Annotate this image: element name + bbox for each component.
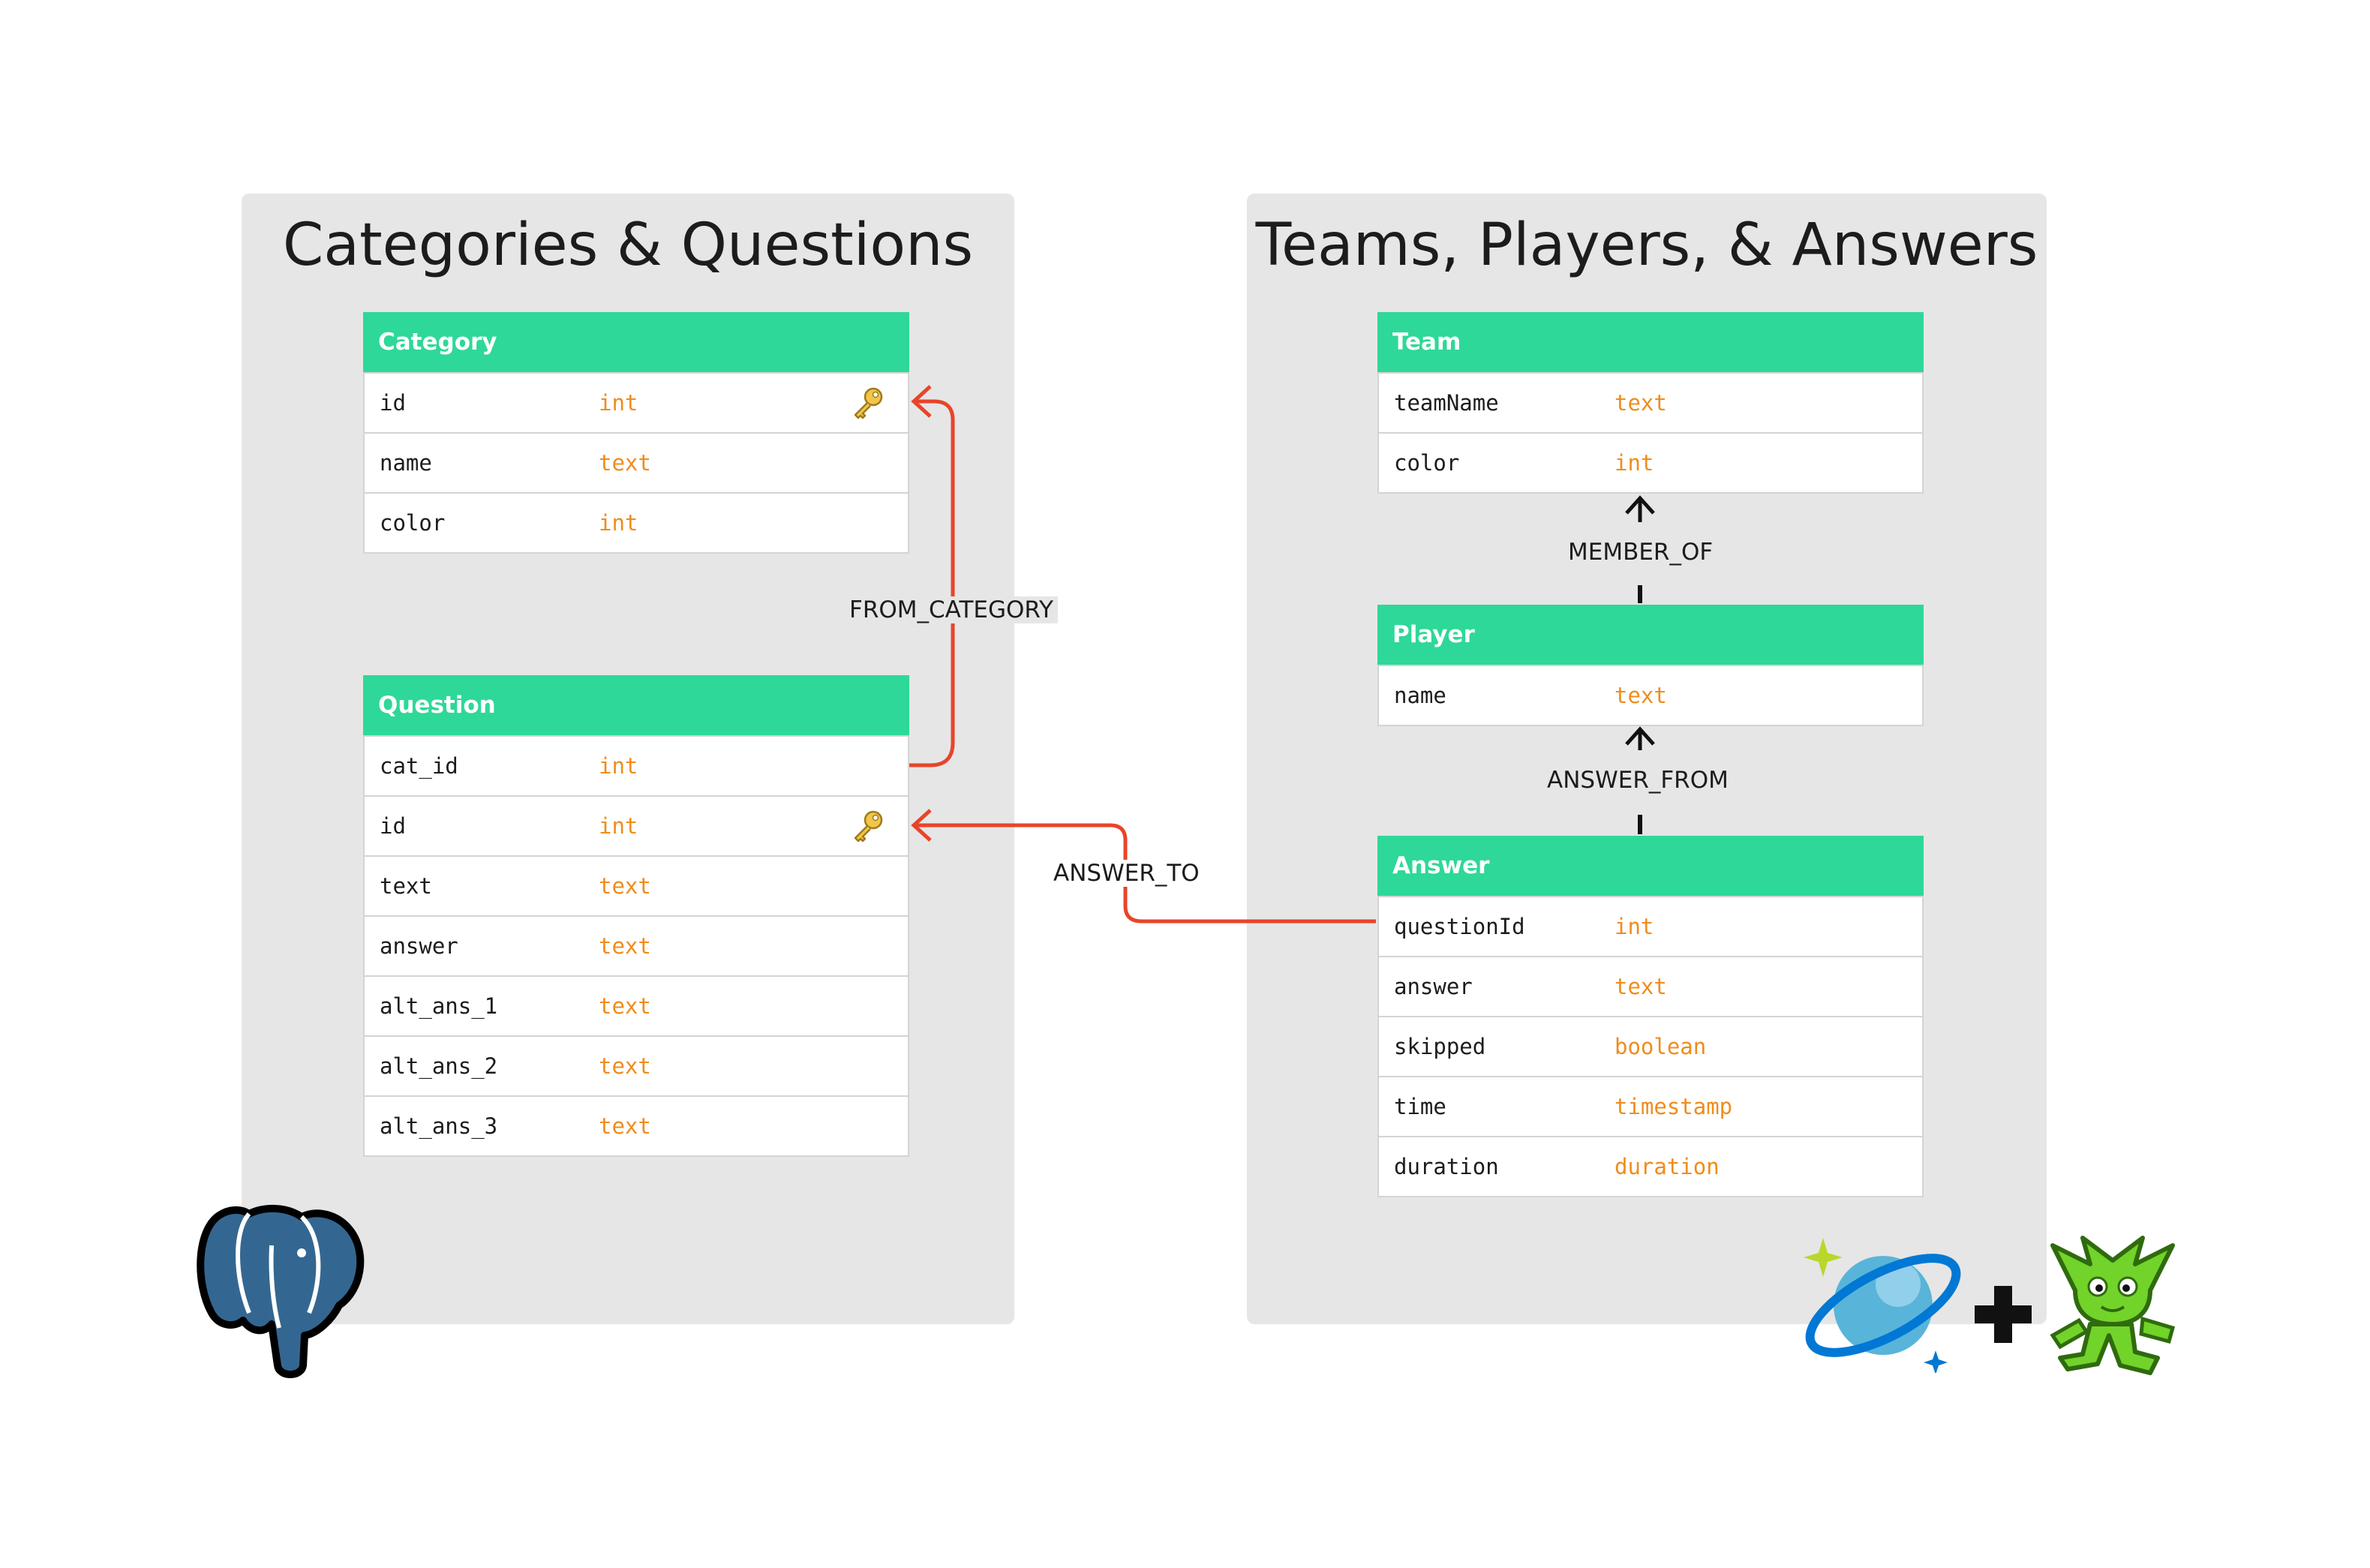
right-panel-title: Teams, Players, & Answers [1255, 212, 2038, 279]
column-type: text [599, 1113, 651, 1139]
table-row[interactable]: id int [365, 795, 908, 855]
table-row[interactable]: alt_ans_2 text [365, 1035, 908, 1095]
column-type: duration [1615, 1154, 1720, 1179]
table-row[interactable]: answer text [1379, 956, 1922, 1016]
table-row[interactable]: duration duration [1379, 1136, 1922, 1196]
column-type: boolean [1615, 1034, 1707, 1059]
key-icon [854, 387, 883, 419]
answer-to-label: ANSWER_TO [1049, 860, 1204, 887]
table-row[interactable]: color int [1379, 432, 1922, 492]
from-category-label: FROM_CATEGORY [845, 596, 1058, 623]
column-name: id [380, 813, 406, 839]
player-table-header: Player [1377, 605, 1924, 665]
column-type: text [1615, 974, 1667, 999]
column-name: alt_ans_1 [380, 993, 498, 1019]
table-row[interactable]: alt_ans_3 text [365, 1095, 908, 1155]
question-table-header: Question [363, 675, 909, 735]
member-of-label: MEMBER_OF [1568, 539, 1714, 566]
column-name: text [380, 873, 432, 899]
answer-to-arrowhead [911, 809, 932, 842]
plus-icon [1975, 1286, 2032, 1343]
column-type: text [599, 873, 651, 899]
column-name: cat_id [380, 753, 458, 779]
column-name: name [380, 450, 432, 476]
column-name: time [1394, 1094, 1446, 1119]
column-name: id [380, 390, 406, 416]
postgresql-elephant-icon [197, 1204, 365, 1378]
column-type: int [599, 390, 638, 416]
team-table[interactable]: Team teamName text color int [1377, 312, 1924, 494]
column-type: int [599, 813, 638, 839]
column-type: text [599, 933, 651, 959]
column-name: duration [1394, 1154, 1499, 1179]
column-type: text [599, 993, 651, 1019]
cosmos-db-planet-icon [1804, 1238, 1961, 1373]
team-table-header: Team [1377, 312, 1924, 372]
member-of-arrowhead [1625, 495, 1655, 515]
table-row[interactable]: cat_id int [365, 735, 908, 795]
column-name: name [1394, 683, 1446, 708]
column-name: teamName [1394, 390, 1499, 416]
column-type: int [1615, 914, 1654, 939]
answer-from-arrowhead [1625, 726, 1655, 746]
gremlin-goblin-icon [2050, 1236, 2176, 1375]
category-table[interactable]: Category id int name text color int [363, 312, 909, 554]
table-row[interactable]: color int [365, 492, 908, 552]
from-category-connector [909, 399, 955, 767]
from-category-arrowhead [911, 385, 932, 418]
category-table-header: Category [363, 312, 909, 372]
question-table[interactable]: Question cat_id int id int text text ans… [363, 675, 909, 1157]
table-row[interactable]: time timestamp [1379, 1076, 1922, 1136]
answer-from-label: ANSWER_FROM [1547, 767, 1729, 794]
column-type: int [1615, 450, 1654, 476]
table-row[interactable]: answer text [365, 915, 908, 975]
column-name: color [1394, 450, 1460, 476]
column-name: alt_ans_3 [380, 1113, 498, 1139]
table-row[interactable]: alt_ans_1 text [365, 975, 908, 1035]
column-type: text [599, 1053, 651, 1079]
column-name: color [380, 510, 446, 536]
column-name: alt_ans_2 [380, 1053, 498, 1079]
table-row[interactable]: name text [1379, 665, 1922, 725]
column-type: text [599, 450, 651, 476]
table-row[interactable]: id int [365, 372, 908, 432]
column-type: text [1615, 390, 1667, 416]
table-row[interactable]: questionId int [1379, 896, 1922, 956]
column-type: timestamp [1615, 1094, 1733, 1119]
column-name: skipped [1394, 1034, 1486, 1059]
answer-table-header: Answer [1377, 836, 1924, 896]
table-row[interactable]: text text [365, 855, 908, 915]
player-table[interactable]: Player name text [1377, 605, 1924, 726]
left-panel-title: Categories & Questions [282, 212, 974, 279]
column-name: answer [380, 933, 458, 959]
answer-table[interactable]: Answer questionId int answer text skippe… [1377, 836, 1924, 1197]
table-row[interactable]: name text [365, 432, 908, 492]
table-row[interactable]: skipped boolean [1379, 1016, 1922, 1076]
column-type: int [599, 753, 638, 779]
column-name: answer [1394, 974, 1473, 999]
column-name: questionId [1394, 914, 1525, 939]
column-type: text [1615, 683, 1667, 708]
table-row[interactable]: teamName text [1379, 372, 1922, 432]
column-type: int [599, 510, 638, 536]
key-icon [854, 810, 883, 843]
